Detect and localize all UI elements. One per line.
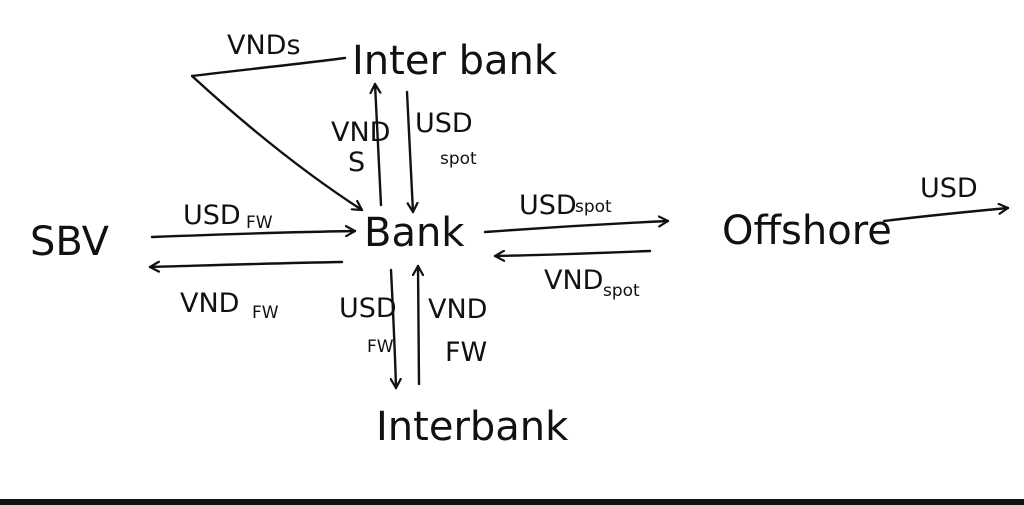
label-vnd-s-sub: S	[348, 147, 365, 178]
label-usd-fw-sbv-sub: FW	[246, 213, 273, 233]
arrow-usd-spot-interbank-to-bank	[405, 90, 413, 214]
bottom-border	[0, 499, 1024, 505]
label-usd-spot-up-sub: spot	[440, 149, 477, 169]
label-usd-fw-down-sub: FW	[367, 337, 394, 357]
arrow-usd-offshore-out	[882, 208, 1010, 223]
label-usd-offshore: USD	[920, 173, 978, 204]
label-vnd-fw-down-main: VND	[428, 294, 487, 325]
node-interbank-top: Inter bank	[352, 38, 558, 84]
label-vnd-spot-right-sub: spot	[603, 281, 640, 301]
label-vnd-s-main: VND	[331, 117, 390, 148]
arrow-usd-spot-bank-to-offshore	[483, 221, 670, 234]
label-vnds-top: VNDs	[227, 30, 301, 61]
arrow-vnd-fw-interbank-bottom-to-bank	[418, 264, 419, 386]
label-vnd-fw-sbv-sub: FW	[252, 303, 279, 323]
label-usd-fw-sbv-main: USD	[183, 200, 241, 231]
label-vnd-fw-sbv-main: VND	[180, 288, 239, 319]
arrow-usd-fw-sbv-to-bank	[150, 231, 357, 239]
label-usd-spot-up-main: USD	[415, 108, 473, 139]
arrow-vnds-interbank-to-bank	[190, 56, 364, 212]
node-offshore: Offshore	[722, 208, 892, 254]
arrow-vnd-fw-bank-to-sbv	[148, 262, 344, 267]
node-interbank-bottom: Interbank	[376, 404, 569, 450]
label-vnd-fw-down-sub: FW	[445, 337, 487, 368]
arrow-usd-fw-bank-to-interbank-bottom	[391, 268, 396, 390]
label-usd-spot-right-sub: spot	[575, 197, 612, 217]
arrow-vnd-spot-offshore-to-bank	[493, 249, 652, 256]
label-usd-spot-right-main: USD	[519, 190, 577, 221]
label-vnd-spot-right-main: VND	[544, 265, 603, 296]
node-sbv: SBV	[30, 219, 110, 265]
label-usd-fw-down-main: USD	[339, 293, 397, 324]
node-bank: Bank	[364, 210, 465, 256]
arrow-vnd-s-bank-to-interbank	[375, 82, 383, 207]
